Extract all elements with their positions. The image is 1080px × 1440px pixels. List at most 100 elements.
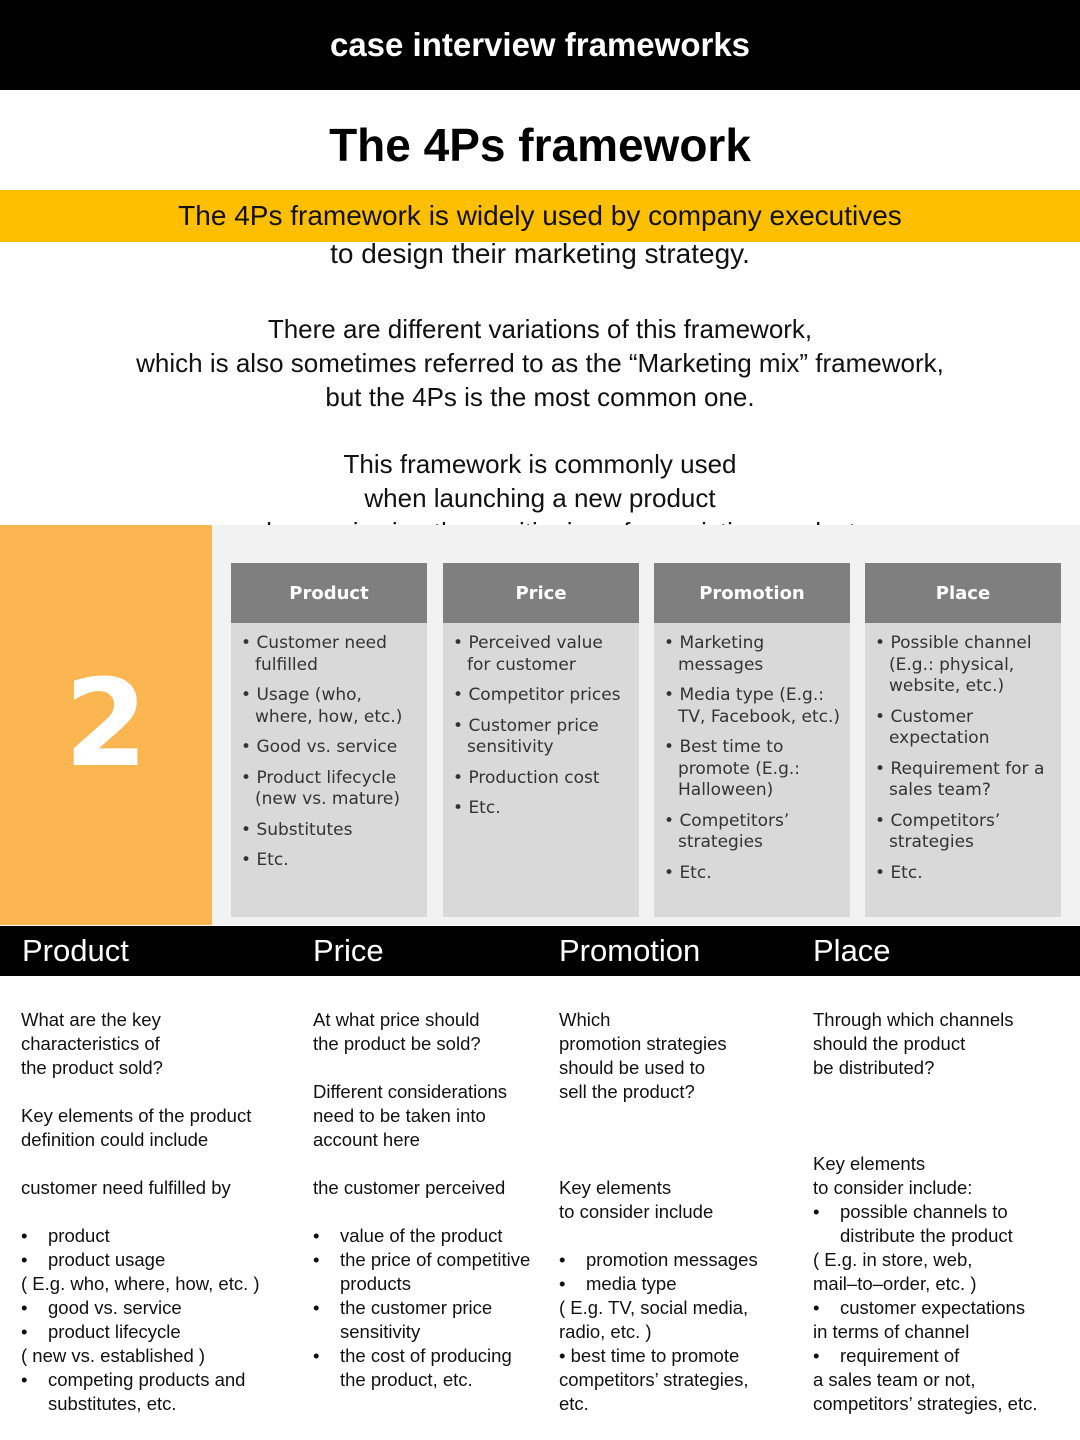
- detail-text: Different considerations need to be take…: [313, 1081, 508, 1150]
- usage-line: This framework is commonly used: [343, 449, 737, 479]
- detail-text: Through which channels should the produc…: [813, 1009, 1014, 1078]
- category-promotion: Promotion: [559, 933, 701, 968]
- bullet-item: promotion messages: [559, 1248, 804, 1272]
- framework-list-item: Substitutes: [241, 820, 419, 842]
- spacer: [313, 1200, 553, 1224]
- spacer: [21, 1152, 301, 1176]
- framework-column-header: Promotion: [654, 563, 850, 623]
- usage-line: when launching a new product: [364, 483, 716, 513]
- highlight-band: [0, 190, 1080, 242]
- variations-line: but the 4Ps is the most common one.: [325, 382, 755, 412]
- variations-paragraph: There are different variations of this f…: [0, 312, 1080, 414]
- detail-text: ( E.g. who, where, how, etc. ): [21, 1273, 260, 1294]
- framework-list-item: Requirement for a sales team?: [875, 759, 1053, 802]
- framework-column-promotion: PromotionMarketing messagesMedia type (E…: [654, 563, 850, 917]
- framework-list-item: Perceived value for customer: [453, 633, 631, 676]
- framework-list-item: Best time to promote (E.g.: Halloween): [664, 737, 842, 802]
- detail-text: What are the key characteristics of the …: [21, 1009, 163, 1078]
- framework-column-product: ProductCustomer need fulfilledUsage (who…: [231, 563, 427, 917]
- promotion-details: Which promotion strategies should be use…: [559, 1008, 804, 1416]
- framework-list-item: Usage (who, where, how, etc.): [241, 685, 419, 728]
- bullet-item: product usage: [21, 1248, 301, 1272]
- framework-number: 2: [64, 655, 148, 794]
- detail-text: Key elements to consider include:: [813, 1153, 973, 1198]
- framework-list-item: Production cost: [453, 768, 631, 790]
- framework-column-list: Possible channel (E.g.: physical, websit…: [865, 623, 1061, 884]
- detail-text: ( E.g. in store, web, mail–to–order, etc…: [813, 1249, 977, 1294]
- spacer: [813, 1104, 1073, 1128]
- spacer: [559, 1224, 804, 1248]
- detail-text: ( new vs. established ): [21, 1345, 206, 1366]
- product-details: What are the key characteristics of the …: [21, 1008, 301, 1416]
- detail-text: a sales team or not, competitors’ strate…: [813, 1369, 1038, 1414]
- bullet-item: product lifecycle: [21, 1320, 301, 1344]
- spacer: [813, 1080, 1073, 1104]
- framework-column-header: Product: [231, 563, 427, 623]
- framework-list-item: Customer need fulfilled: [241, 633, 419, 676]
- framework-list-item: Customer expectation: [875, 707, 1053, 750]
- framework-list-item: Etc.: [241, 850, 419, 872]
- bullet-item: the price of competitive products: [313, 1248, 553, 1296]
- framework-column-list: Perceived value for customerCompetitor p…: [443, 623, 639, 820]
- bullet-item: competing products and substitutes, etc.: [21, 1368, 301, 1416]
- spacer: [559, 1104, 804, 1128]
- intro-line-2: to design their marketing strategy.: [330, 238, 750, 269]
- bullet-item: possible channels to distribute the prod…: [813, 1200, 1073, 1248]
- number-panel: [0, 525, 212, 925]
- detail-text: customer need fulfilled by: [21, 1177, 231, 1198]
- detail-text: the customer perceived: [313, 1177, 506, 1198]
- category-price: Price: [313, 933, 384, 968]
- framework-list-item: Possible channel (E.g.: physical, websit…: [875, 633, 1053, 698]
- spacer: [21, 1200, 301, 1224]
- detail-text: • best time to promote competitors’ stra…: [559, 1345, 749, 1414]
- spacer: [813, 1128, 1073, 1152]
- framework-list-item: Competitors’ strategies: [664, 811, 842, 854]
- bullet-item: product: [21, 1224, 301, 1248]
- framework-list-item: Marketing messages: [664, 633, 842, 676]
- framework-figure: 2 ProductCustomer need fulfilledUsage (w…: [0, 525, 1080, 925]
- variations-line: There are different variations of this f…: [267, 314, 813, 344]
- framework-list-item: Product lifecycle (new vs. mature): [241, 768, 419, 811]
- detail-text: Key elements of the product definition c…: [21, 1105, 252, 1150]
- framework-column-header: Place: [865, 563, 1061, 623]
- framework-list-item: Etc.: [875, 863, 1053, 885]
- framework-column-list: Customer need fulfilledUsage (who, where…: [231, 623, 427, 872]
- spacer: [559, 1128, 804, 1152]
- framework-list-item: Customer price sensitivity: [453, 716, 631, 759]
- detail-text: Key elements to consider include: [559, 1177, 714, 1222]
- framework-list-item: Media type (E.g.: TV, Facebook, etc.): [664, 685, 842, 728]
- bullet-item: requirement of: [813, 1344, 1073, 1368]
- header-title: case interview frameworks: [329, 26, 751, 63]
- top-header-bar: case interview frameworks: [0, 0, 1080, 90]
- spacer: [313, 1056, 553, 1080]
- framework-column-price: PricePerceived value for customerCompeti…: [443, 563, 639, 917]
- framework-list-item: Etc.: [453, 798, 631, 820]
- framework-list-item: Competitor prices: [453, 685, 631, 707]
- spacer: [559, 1152, 804, 1176]
- category-bar: Product Price Promotion Place: [0, 926, 1080, 976]
- variations-line: which is also sometimes referred to as t…: [136, 348, 944, 378]
- place-details: Through which channels should the produc…: [813, 1008, 1073, 1416]
- intro-line-1: The 4Ps framework is widely used by comp…: [178, 200, 902, 231]
- detail-text: in terms of channel: [813, 1321, 970, 1342]
- framework-column-list: Marketing messagesMedia type (E.g.: TV, …: [654, 623, 850, 884]
- framework-list-item: Good vs. service: [241, 737, 419, 759]
- price-details: At what price should the product be sold…: [313, 1008, 553, 1392]
- detail-text: Which promotion strategies should be use…: [559, 1009, 727, 1102]
- framework-list-item: Competitors’ strategies: [875, 811, 1053, 854]
- bullet-item: good vs. service: [21, 1296, 301, 1320]
- detail-text: ( E.g. TV, social media, radio, etc. ): [559, 1297, 749, 1342]
- bullet-item: the customer price sensitivity: [313, 1296, 553, 1344]
- page-title: The 4Ps framework: [329, 119, 751, 171]
- spacer: [21, 1080, 301, 1104]
- framework-column-place: PlacePossible channel (E.g.: physical, w…: [865, 563, 1061, 917]
- bullet-item: customer expectations: [813, 1296, 1073, 1320]
- bullet-item: the cost of producing the product, etc.: [313, 1344, 553, 1392]
- category-place: Place: [813, 933, 891, 968]
- framework-list-item: Etc.: [664, 863, 842, 885]
- spacer: [313, 1152, 553, 1176]
- category-product: Product: [22, 933, 129, 968]
- detail-text: At what price should the product be sold…: [313, 1009, 481, 1054]
- bullet-item: media type: [559, 1272, 804, 1296]
- bullet-item: value of the product: [313, 1224, 553, 1248]
